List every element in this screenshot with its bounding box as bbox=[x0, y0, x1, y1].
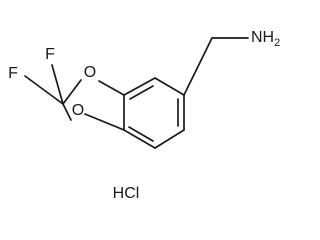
bond-c3a-c4 bbox=[154, 77, 185, 96]
amine-subscript: 2 bbox=[274, 37, 280, 49]
chemical-structure: F F O O NH2 HCl bbox=[8, 29, 280, 202]
bond-c7a-c3a-inner bbox=[129, 85, 154, 100]
atom-label-o-upper: O bbox=[84, 64, 96, 81]
bond-c6-c7-inner bbox=[128, 126, 154, 142]
atom-label-amine: NH2 bbox=[251, 29, 280, 49]
atom-label-o-lower: O bbox=[72, 102, 84, 119]
salt-label: HCl bbox=[113, 185, 140, 202]
bond-c2-o3 bbox=[62, 103, 72, 121]
bond-c4-ch2 bbox=[183, 37, 213, 96]
amine-symbol: NH bbox=[251, 29, 274, 46]
bond-o3-c7 bbox=[84, 113, 125, 131]
atom-labels: F F O O NH2 HCl bbox=[8, 29, 280, 202]
bond-c2-f-lower bbox=[24, 75, 64, 105]
atom-label-f-upper: F bbox=[45, 46, 55, 63]
atom-label-f-lower: F bbox=[8, 65, 18, 82]
bond-c6-c7 bbox=[123, 129, 156, 149]
bond-o1-c2 bbox=[62, 79, 82, 105]
bond-c7a-c3a bbox=[123, 77, 156, 96]
bond-c7a-o1 bbox=[98, 80, 125, 96]
bond-set bbox=[24, 37, 249, 149]
bond-c2-f-upper bbox=[51, 64, 64, 105]
bond-c5-c6 bbox=[154, 129, 185, 149]
